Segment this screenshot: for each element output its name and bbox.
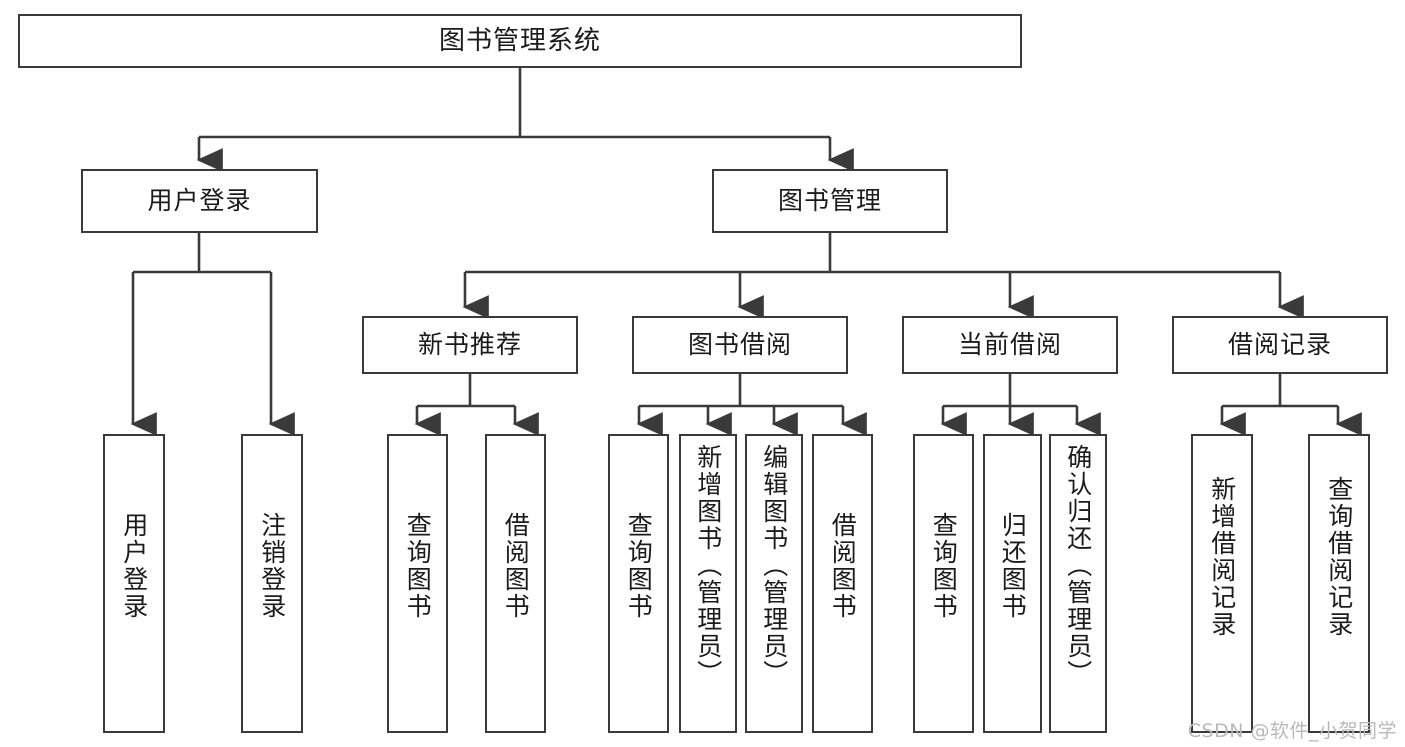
node-leaf-add-book[interactable]: 新增图书（管理员） [679,434,737,733]
node-leaf-query-book-2[interactable]: 查询图书 [608,434,669,733]
node-root-system[interactable]: 图书管理系统 [18,14,1022,68]
node-leaf-user-login-label: 用户登录 [119,512,149,620]
node-root-label: 图书管理系统 [438,25,601,56]
node-leaf-confirm-return-label: 确认归还（管理员） [1063,444,1093,687]
node-leaf-query-book-2-label: 查询图书 [624,512,654,620]
node-book-borrow-label: 图书借阅 [687,330,792,360]
node-leaf-borrow-book-1[interactable]: 借阅图书 [485,434,546,733]
node-leaf-query-book-3-label: 查询图书 [929,512,959,620]
node-leaf-user-logout[interactable]: 注销登录 [241,434,303,733]
node-current-borrow[interactable]: 当前借阅 [902,316,1118,374]
node-user-login[interactable]: 用户登录 [81,169,318,233]
node-leaf-add-book-label: 新增图书（管理员） [693,444,723,687]
node-leaf-edit-book-label: 编辑图书（管理员） [759,444,789,687]
node-leaf-add-record[interactable]: 新增借阅记录 [1191,434,1253,733]
node-leaf-query-book-1[interactable]: 查询图书 [387,434,448,733]
node-leaf-query-record[interactable]: 查询借阅记录 [1308,434,1370,733]
node-book-management-label: 图书管理 [777,186,882,216]
node-book-borrow[interactable]: 图书借阅 [632,316,848,374]
node-leaf-query-record-label: 查询借阅记录 [1324,476,1354,638]
node-user-login-label: 用户登录 [147,186,252,216]
node-leaf-confirm-return[interactable]: 确认归还（管理员） [1049,434,1107,733]
node-leaf-return-book[interactable]: 归还图书 [983,434,1042,733]
node-new-book-recommend-label: 新书推荐 [417,330,522,360]
node-borrow-record-label: 借阅记录 [1227,330,1332,360]
node-leaf-borrow-book-2[interactable]: 借阅图书 [812,434,873,733]
node-leaf-edit-book[interactable]: 编辑图书（管理员） [745,434,803,733]
node-book-management[interactable]: 图书管理 [712,169,948,233]
node-leaf-user-login[interactable]: 用户登录 [103,434,165,733]
node-current-borrow-label: 当前借阅 [957,330,1062,360]
node-leaf-add-record-label: 新增借阅记录 [1207,476,1237,638]
node-new-book-recommend[interactable]: 新书推荐 [362,316,578,374]
node-leaf-user-logout-label: 注销登录 [257,512,287,620]
node-leaf-borrow-book-1-label: 借阅图书 [501,512,531,620]
node-leaf-return-book-label: 归还图书 [998,512,1028,620]
node-borrow-record[interactable]: 借阅记录 [1172,316,1388,374]
csdn-watermark: CSDN @软件_小贺同学 [1187,720,1397,742]
node-leaf-query-book-3[interactable]: 查询图书 [913,434,974,733]
node-leaf-borrow-book-2-label: 借阅图书 [828,512,858,620]
node-leaf-query-book-1-label: 查询图书 [403,512,433,620]
